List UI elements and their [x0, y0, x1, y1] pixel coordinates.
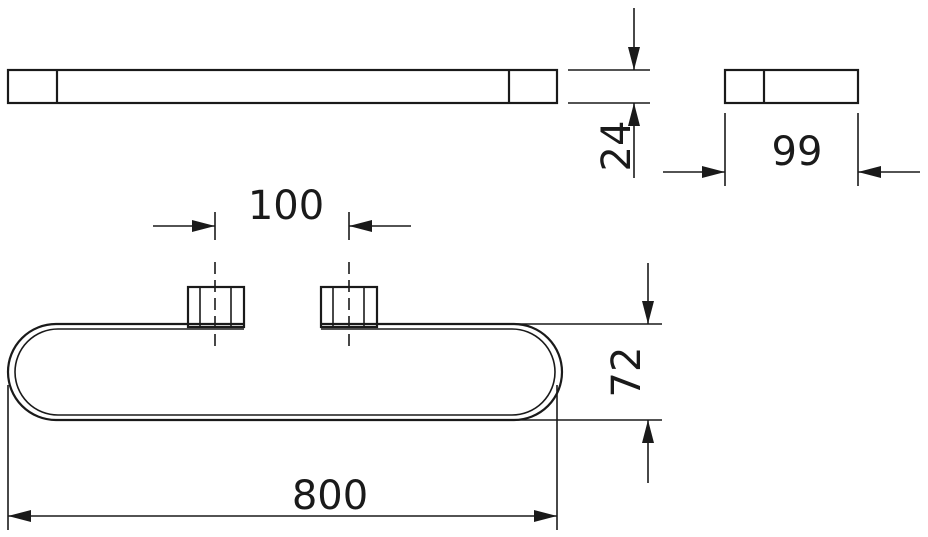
dimension-99-label: 99	[772, 129, 823, 175]
left-wall-mount	[186, 262, 246, 350]
dimension-800-label: 800	[292, 473, 368, 519]
side-view-block	[723, 68, 860, 105]
dimension-100: 100	[153, 183, 411, 240]
dimension-100-label: 100	[248, 183, 324, 229]
dimension-72-label: 72	[604, 347, 650, 398]
towel-rail-loop	[6, 322, 564, 422]
dimension-99: 99	[663, 113, 920, 186]
dimension-72: 72	[514, 263, 662, 483]
top-view-bar	[6, 68, 559, 105]
right-wall-mount	[319, 262, 379, 350]
dimension-800: 800	[7, 385, 558, 530]
dimension-24: 24	[568, 8, 650, 178]
dimension-24-label: 24	[594, 121, 640, 172]
